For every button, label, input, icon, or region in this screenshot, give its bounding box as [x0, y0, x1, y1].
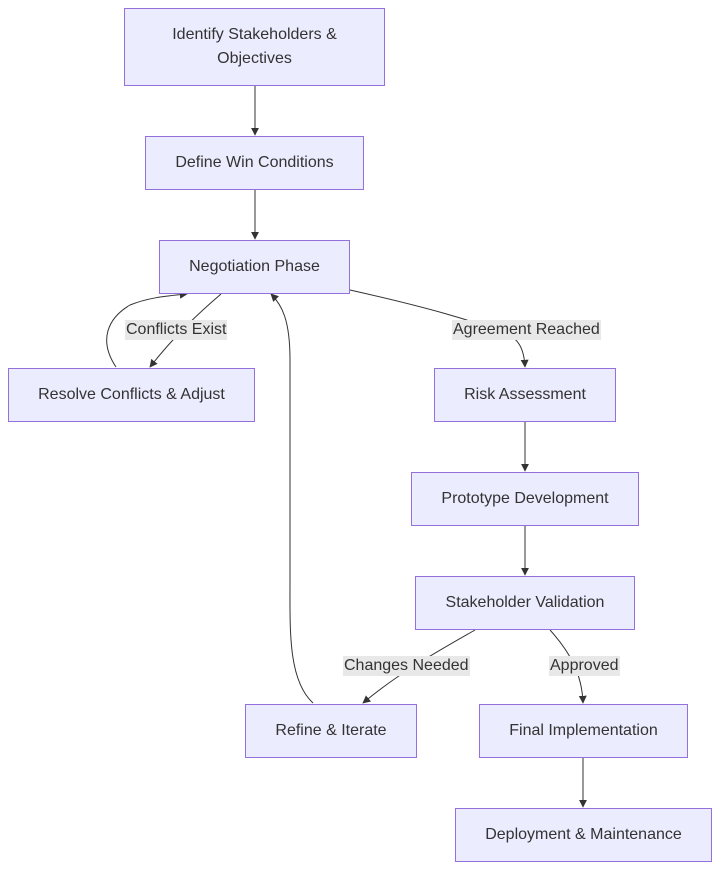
edge-refine-to-negotiation	[270, 293, 314, 704]
node-define-win-conditions: Define Win Conditions	[145, 136, 364, 190]
node-refine-iterate-label: Refine & Iterate	[275, 722, 387, 739]
node-prototype-development-label: Prototype Development	[441, 490, 609, 507]
edge-label-agreement-reached: Agreement Reached	[452, 320, 601, 340]
node-identify-stakeholders: Identify Stakeholders & Objectives	[124, 8, 385, 86]
node-stakeholder-validation: Stakeholder Validation	[415, 576, 635, 630]
node-identify-stakeholders-label: Identify Stakeholders & Objectives	[172, 26, 337, 67]
node-final-implementation-label: Final Implementation	[509, 722, 658, 739]
edge-label-changes-needed: Changes Needed	[343, 656, 470, 676]
node-deployment-maintenance-label: Deployment & Maintenance	[485, 826, 682, 843]
node-define-win-conditions-label: Define Win Conditions	[175, 154, 334, 171]
edge-label-approved: Approved	[549, 656, 620, 676]
node-resolve-conflicts: Resolve Conflicts & Adjust	[8, 368, 255, 422]
node-negotiation-phase-label: Negotiation Phase	[189, 258, 320, 275]
node-stakeholder-validation-label: Stakeholder Validation	[445, 594, 605, 611]
node-resolve-conflicts-label: Resolve Conflicts & Adjust	[38, 386, 225, 403]
node-risk-assessment-label: Risk Assessment	[464, 386, 586, 403]
edge-label-conflicts-exist: Conflicts Exist	[125, 320, 228, 340]
node-refine-iterate: Refine & Iterate	[245, 704, 417, 758]
node-prototype-development: Prototype Development	[411, 472, 639, 526]
node-final-implementation: Final Implementation	[479, 704, 688, 758]
node-risk-assessment: Risk Assessment	[434, 368, 616, 422]
node-negotiation-phase: Negotiation Phase	[159, 240, 350, 294]
edge-resolve-to-negotiation	[106, 290, 188, 368]
node-deployment-maintenance: Deployment & Maintenance	[455, 808, 712, 862]
